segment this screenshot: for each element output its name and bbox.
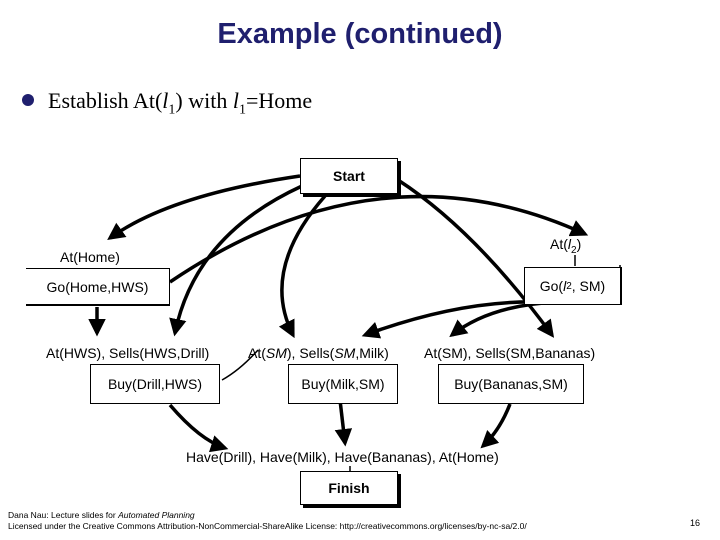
pre-bananas-label: At(SM), Sells(SM,Bananas) xyxy=(424,345,596,361)
bullet-dot-icon xyxy=(22,94,34,106)
footer-line-1: Dana Nau: Lecture slides for Automated P… xyxy=(8,510,195,520)
footer-license-line: Licensed under the Creative Commons Attr… xyxy=(8,521,527,531)
bullet-item: Establish At(l1) with l1=Home xyxy=(22,88,312,118)
arrow-go-hws-to-at-l2 xyxy=(169,194,589,284)
footer-credits: Dana Nau: Lecture slides for Automated P… xyxy=(8,510,527,532)
arrow-start-to-at-home xyxy=(107,174,301,241)
slide-title: Example (continued) xyxy=(217,18,503,50)
ordering-link-drill-milk xyxy=(221,349,259,381)
pre-milk-label: At(SM), Sells(SM,Milk) xyxy=(248,345,389,361)
arrow-buy-bananas-to-finish xyxy=(480,403,512,449)
finish-node: Finish xyxy=(300,471,398,505)
arrow-buy-milk-to-finish xyxy=(334,399,353,447)
at-home-label: At(Home) xyxy=(60,249,120,265)
start-node: Start xyxy=(300,158,398,194)
arrow-start-to-pre-drill xyxy=(169,184,303,337)
go-home-hws-node: Go(Home,HWS) xyxy=(26,268,170,306)
arrow-go-sm-to-pre-milk xyxy=(361,300,541,339)
buy-milk-node: Buy(Milk,SM) xyxy=(288,364,398,404)
buy-drill-node: Buy(Drill,HWS) xyxy=(90,364,220,404)
page-number: 16 xyxy=(690,518,701,528)
pre-drill-label: At(HWS), Sells(HWS,Drill) xyxy=(46,345,210,361)
arrow-buy-drill-to-finish xyxy=(168,403,229,453)
arrow-start-to-pre-bananas xyxy=(397,178,555,338)
finish-preconditions-label: Have(Drill), Have(Milk), Have(Bananas), … xyxy=(186,449,499,465)
at-l2-label: At(l2) xyxy=(550,236,582,256)
buy-bananas-node: Buy(Bananas,SM) xyxy=(438,364,584,404)
